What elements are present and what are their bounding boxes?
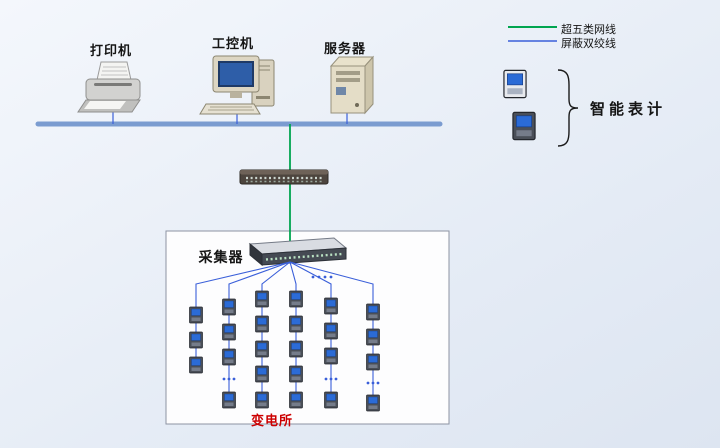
smart-meters-label: 智能表计 [589, 101, 667, 118]
ellipsis-dot [222, 377, 226, 381]
printer-icon [77, 61, 141, 113]
legend-cat5-label: 超五类网线 [561, 24, 616, 36]
meter-icon [324, 391, 338, 409]
meter-icon [255, 365, 269, 383]
ellipsis-dot [371, 381, 375, 385]
meter-icon [222, 298, 236, 316]
meter-icon [289, 290, 303, 308]
meter-icon [366, 328, 380, 346]
meter-icon [289, 365, 303, 383]
meter-icon [289, 391, 303, 409]
collector-label: 采集器 [198, 249, 244, 265]
meter-column [289, 261, 303, 409]
meter-icon [222, 323, 236, 341]
meter-icon [366, 353, 380, 371]
server-label: 服务器 [323, 41, 367, 56]
meter-icon [255, 391, 269, 409]
meter-icon [324, 322, 338, 340]
meter-icon [255, 315, 269, 333]
ellipsis-dot [334, 377, 338, 381]
meter-column [222, 261, 291, 409]
collector-icon [248, 237, 348, 267]
ellipsis-dot [317, 275, 321, 279]
meter-icon [289, 315, 303, 333]
switch-icon [239, 169, 329, 185]
meter-icon [189, 306, 203, 324]
meter-icon [324, 347, 338, 365]
meter-icon [503, 69, 527, 99]
substation-box [165, 230, 450, 425]
industrial-pc-label: 工控机 [211, 36, 255, 51]
printer-label: 打印机 [89, 43, 133, 58]
ellipsis-dot [311, 275, 315, 279]
ellipsis-dot [329, 275, 333, 279]
meter-icon [324, 297, 338, 315]
meter-icon [289, 340, 303, 358]
meter-grid [189, 261, 380, 412]
meter-icon [366, 303, 380, 321]
substation-label: 变电所 [250, 413, 294, 428]
brace [557, 69, 579, 147]
ellipsis-dot [323, 275, 327, 279]
industrial-pc-icon [199, 55, 275, 115]
meter-column [189, 261, 291, 374]
server-icon [329, 55, 375, 115]
meter-icon [255, 340, 269, 358]
meter-column [289, 261, 380, 412]
ellipsis-dot [366, 381, 370, 385]
ellipsis-dot [232, 377, 236, 381]
meter-icon [189, 356, 203, 374]
legend-stp-label: 屏蔽双绞线 [561, 38, 616, 50]
meter-icon [255, 290, 269, 308]
meter-icon [189, 331, 203, 349]
ellipsis-dot [227, 377, 231, 381]
smart-meter-icons [503, 69, 536, 141]
meter-icon [366, 394, 380, 412]
ellipsis-dot [324, 377, 328, 381]
meter-icon [222, 391, 236, 409]
meter-icon [512, 111, 536, 141]
meter-column [289, 261, 338, 409]
ellipsis-dot [376, 381, 380, 385]
ellipsis-dot [329, 377, 333, 381]
meter-column [255, 261, 291, 409]
meter-icon [222, 348, 236, 366]
